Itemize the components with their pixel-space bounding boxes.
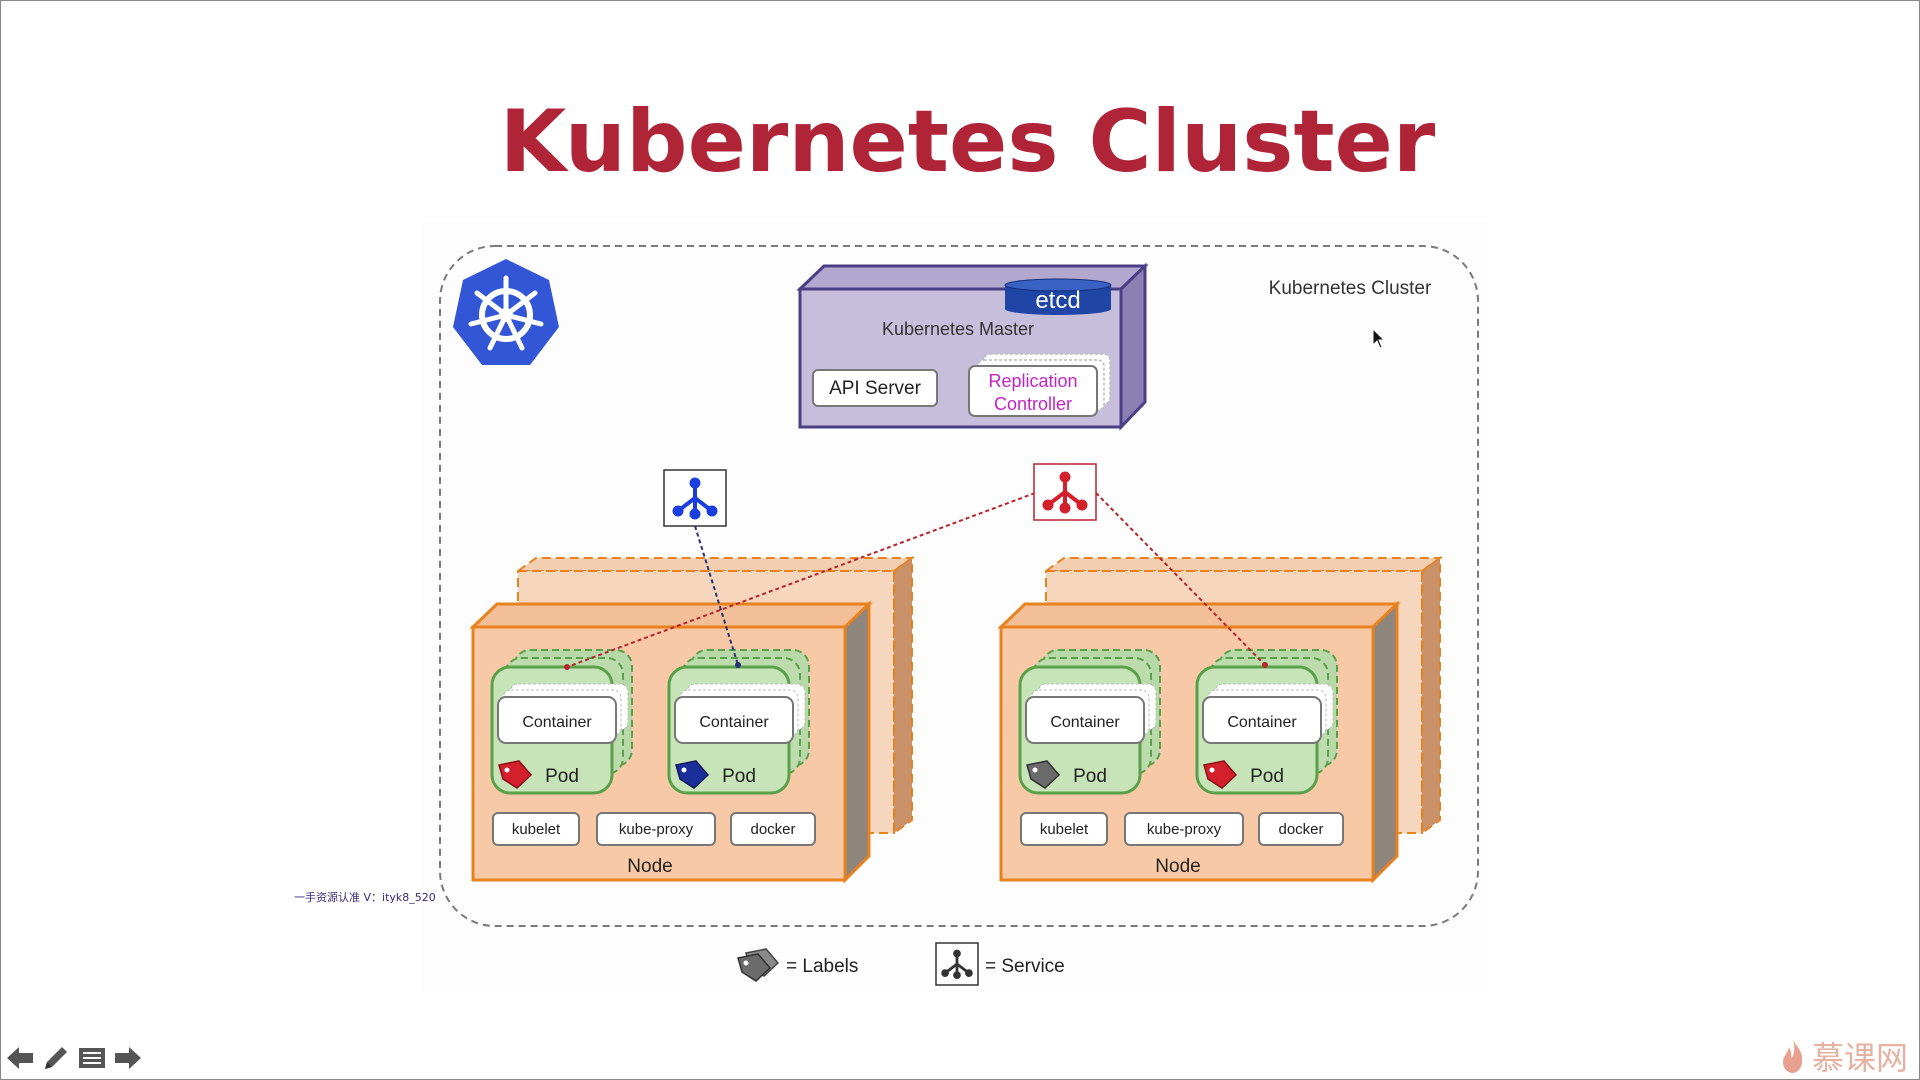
arrow-right-icon: [115, 1047, 141, 1069]
brand-logo: 慕课网: [1780, 1033, 1908, 1079]
slide-menu-button[interactable]: [76, 1042, 108, 1074]
kube-proxy-label: kube-proxy: [1147, 821, 1222, 838]
kube-proxy-label: kube-proxy: [619, 821, 694, 838]
node-1: Container Pod Container Pod kubelet: [469, 600, 873, 884]
api-server-box: [812, 369, 938, 407]
service-icon-blue: [663, 469, 727, 527]
replication-controller-line2: Controller: [994, 394, 1072, 414]
arrow-left-icon: [7, 1047, 33, 1069]
labels-legend-icon: [737, 948, 780, 982]
pod-node1-1: Container Pod: [490, 649, 633, 795]
docker-label: docker: [750, 821, 795, 838]
service-connections: [566, 492, 1266, 668]
label-tag-icon: [1203, 760, 1238, 789]
docker-label: docker: [1278, 821, 1323, 838]
legend: = Labels = Service: [737, 942, 1065, 986]
container-label: Container: [1050, 714, 1120, 731]
mouse-cursor-icon: [1372, 328, 1386, 349]
kube-proxy-box: [1124, 812, 1244, 846]
slide-toolbar: [4, 1042, 144, 1076]
node-label: Node: [1155, 856, 1200, 877]
pen-icon: [45, 1047, 67, 1069]
kubelet-box: [1020, 812, 1108, 846]
kubelet-box: [492, 812, 580, 846]
kubernetes-master: Kubernetes Master etcd API Server Replic…: [796, 262, 1149, 431]
pen-tool-button[interactable]: [40, 1042, 72, 1074]
kubelet-label: kubelet: [1040, 821, 1089, 838]
master-label: Kubernetes Master: [882, 319, 1034, 339]
container-label: Container: [699, 714, 769, 731]
slide-title: Kubernetes Cluster: [499, 92, 1436, 192]
replication-controller-line1: Replication: [988, 371, 1077, 391]
docker-box: [730, 812, 816, 846]
label-tag-icon: [1026, 760, 1061, 789]
pod-label: Pod: [722, 766, 756, 787]
pod-label: Pod: [1250, 766, 1284, 787]
label-tag-icon: [675, 760, 710, 789]
labels-legend-text: = Labels: [786, 956, 858, 977]
pod-node2-2: Container Pod: [1195, 649, 1338, 795]
pod-label: Pod: [1073, 766, 1107, 787]
pod-node1-2: Container Pod: [667, 649, 810, 795]
kubernetes-logo-icon: [453, 259, 559, 365]
etcd-database: etcd: [1004, 278, 1112, 315]
watermark-text: 一手资源认准 V：ityk8_520: [294, 891, 436, 904]
pod-node2-1: Container Pod: [1018, 649, 1161, 795]
previous-slide-button[interactable]: [4, 1042, 36, 1074]
docker-box: [1258, 812, 1344, 846]
container-label: Container: [522, 714, 592, 731]
container-label: Container: [1227, 714, 1297, 731]
kubelet-label: kubelet: [512, 821, 561, 838]
pod-label: Pod: [545, 766, 579, 787]
next-slide-button[interactable]: [112, 1042, 144, 1074]
cluster-boundary: [439, 245, 1479, 927]
cluster-label: Kubernetes Cluster: [1269, 278, 1432, 299]
label-tag-icon: [498, 760, 533, 789]
kube-proxy-box: [596, 812, 716, 846]
menu-icon: [79, 1048, 105, 1068]
replication-controller-box: [968, 365, 1098, 417]
flame-icon: [1782, 1039, 1803, 1073]
service-legend-text: = Service: [985, 956, 1065, 977]
node-label: Node: [627, 856, 672, 877]
api-server-label: API Server: [829, 378, 922, 399]
etcd-label: etcd: [1035, 287, 1080, 314]
service-icon-red: [1033, 463, 1097, 521]
node-2: Container Pod Container Pod kubelet: [997, 600, 1401, 884]
brand-text: 慕课网: [1811, 1039, 1908, 1077]
